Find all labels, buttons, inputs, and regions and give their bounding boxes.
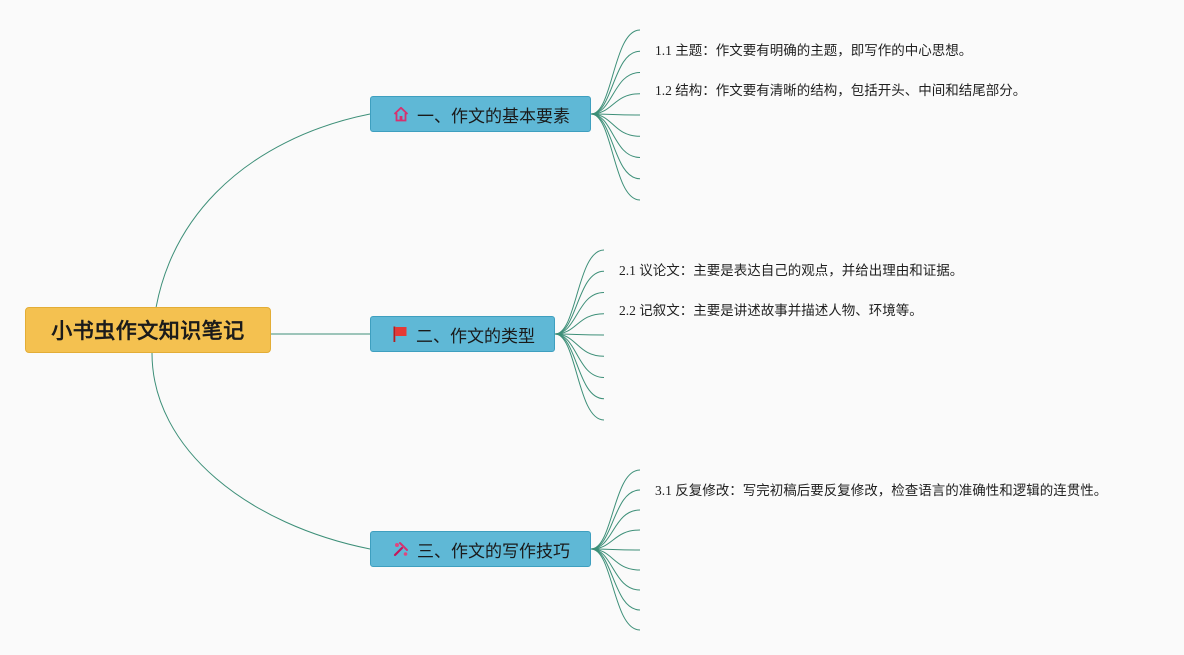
- root-topic-label: 小书虫作文知识笔记: [51, 319, 245, 343]
- home-icon: [391, 104, 411, 124]
- branch-1-fan-line: [590, 93, 641, 115]
- branch-2-fan-lines: [554, 249, 605, 421]
- branch-3-fan-line: [590, 469, 641, 550]
- branch-2-fan-line: [554, 333, 605, 400]
- subtopic-narrative[interactable]: 2.2 记叙文：主要是讲述故事并描述人物、环境等。: [619, 303, 923, 318]
- branch-1-fan-line: [590, 29, 641, 115]
- subtopic-argumentative[interactable]: 2.1 议论文：主要是表达自己的观点，并给出理由和证据。: [619, 263, 964, 278]
- root-to-branch-3-line: [151, 352, 371, 550]
- branch-1-fan-line: [590, 113, 641, 158]
- branch-topic-writing-techniques[interactable]: 三、作文的写作技巧: [370, 531, 591, 567]
- branch-3-fan-line: [590, 548, 641, 591]
- branch-2-fan-line: [554, 249, 605, 335]
- branch-2-fan-line: [554, 270, 605, 335]
- branch-3-fan-line: [590, 509, 641, 550]
- branch-1-fan-line: [590, 113, 641, 180]
- branch-2-fan-line: [554, 333, 605, 421]
- branch-topic-basic-elements[interactable]: 一、作文的基本要素: [370, 96, 591, 132]
- branch-3-fan-line: [590, 529, 641, 550]
- tools-icon: [391, 539, 411, 559]
- branch-topic-label: 二、作文的类型: [416, 326, 535, 347]
- branch-topic-label: 三、作文的写作技巧: [417, 541, 570, 562]
- branch-3-fan-line: [590, 548, 641, 631]
- branch-2-fan-line: [554, 333, 605, 378]
- branch-1-fan-line: [590, 113, 641, 201]
- subtopic-revision[interactable]: 3.1 反复修改：写完初稿后要反复修改，检查语言的准确性和逻辑的连贯性。: [655, 483, 1108, 498]
- subtopic-structure[interactable]: 1.2 结构：作文要有清晰的结构，包括开头、中间和结尾部分。: [655, 83, 1027, 98]
- branch-2-fan-line: [554, 313, 605, 335]
- root-topic[interactable]: 小书虫作文知识笔记: [25, 307, 271, 353]
- branch-3-fan-line: [590, 548, 641, 611]
- subtopic-theme[interactable]: 1.1 主题：作文要有明确的主题，即写作的中心思想。: [655, 43, 973, 58]
- branch-1-fan-line: [590, 50, 641, 115]
- branch-3-fan-lines: [590, 469, 641, 631]
- root-to-branch-1-line: [151, 113, 371, 354]
- branch-1-fan-line: [590, 72, 641, 115]
- red-flag-icon: [390, 324, 410, 344]
- branch-topic-label: 一、作文的基本要素: [417, 106, 570, 127]
- branch-topic-essay-types[interactable]: 二、作文的类型: [370, 316, 555, 352]
- branch-2-fan-line: [554, 292, 605, 335]
- branch-3-fan-line: [590, 489, 641, 550]
- branch-1-fan-lines: [590, 29, 641, 201]
